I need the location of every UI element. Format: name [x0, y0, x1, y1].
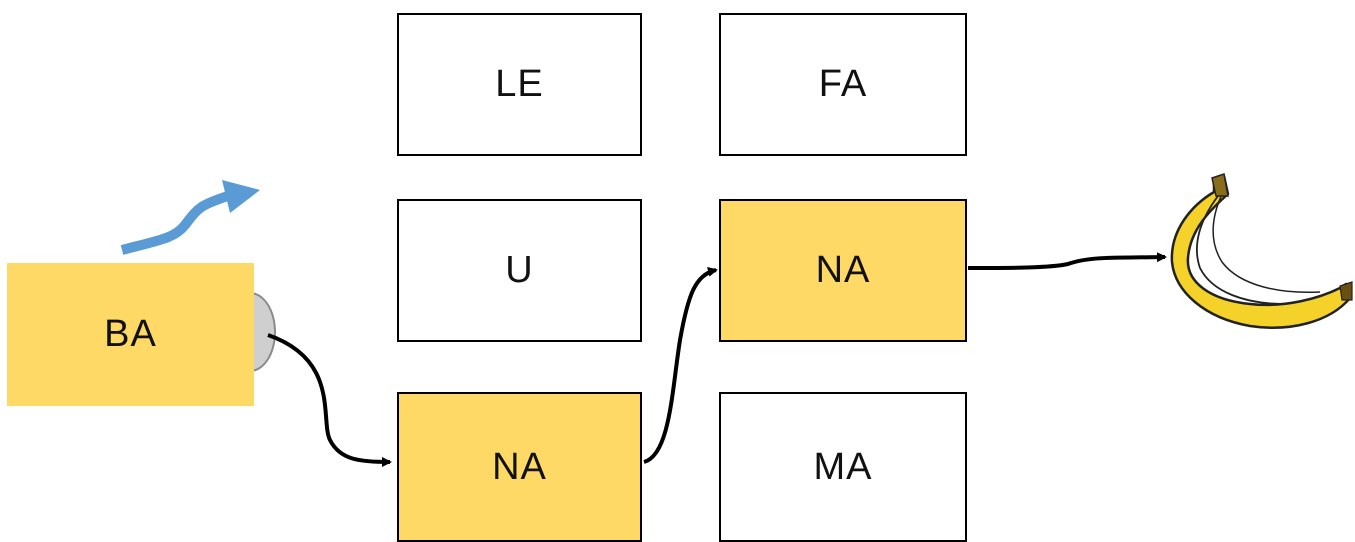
curved-arrow-icon [120, 180, 260, 255]
connector-na-to-banana [967, 252, 1167, 270]
diagram-stage: LE FA U NA NA MA BA [7, 13, 1353, 542]
syllable-box-na-bottom: NA [397, 392, 642, 542]
syllable-box-le: LE [397, 13, 642, 156]
syllable-label: BA [104, 313, 157, 355]
syllable-label: U [505, 249, 534, 291]
syllable-box-ba: BA [7, 263, 254, 406]
syllable-label: MA [813, 445, 873, 488]
syllable-label: NA [492, 445, 547, 488]
syllable-label: FA [818, 63, 868, 105]
connectors-layer [120, 173, 1353, 467]
banana-icon [1170, 173, 1353, 329]
connector-ba-to-na [267, 333, 392, 467]
syllable-box-na-top: NA [719, 199, 967, 342]
syllable-label: LE [495, 63, 544, 105]
connector-na-to-na [643, 266, 718, 464]
syllable-label: NA [815, 249, 871, 291]
syllable-box-fa: FA [719, 13, 967, 156]
syllable-box-u: U [397, 199, 642, 342]
